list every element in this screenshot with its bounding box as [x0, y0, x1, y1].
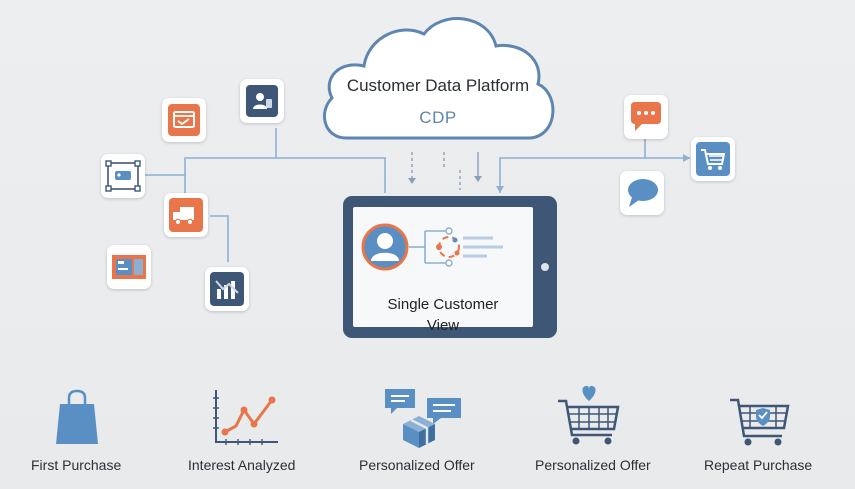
customer-profile-graphic [361, 223, 503, 271]
tablet-label-line2: View [426, 317, 460, 334]
tablet-home-button [541, 263, 549, 271]
chat-bubble-dots-tile [624, 95, 668, 139]
cloud-shape [323, 17, 555, 140]
tagged-image-icon [105, 160, 141, 192]
tagged-image-tile [101, 154, 145, 198]
shopping-cart-tile [691, 137, 735, 181]
single-customer-view-label: Single Customer View [353, 294, 533, 336]
chart-icon [210, 272, 244, 306]
gift-box-messages-icon [385, 389, 461, 448]
chat-bubble-tile [620, 171, 664, 215]
user-badge-icon [246, 85, 278, 117]
browser-window-tile [162, 98, 206, 142]
journey-label-repeat-purchase: Repeat Purchase [704, 457, 813, 473]
line-chart-icon [213, 390, 278, 445]
delivery-truck-tile [164, 193, 208, 237]
shopping-cart-icon [696, 142, 730, 176]
chat-bubble-dots-icon [631, 102, 661, 131]
chat-bubble-icon [628, 179, 658, 207]
tablet-screen: Single Customer View [353, 207, 533, 334]
journey-label-interest-analyzed: Interest Analyzed [188, 457, 296, 473]
tablet-label-line1: Single Customer [387, 296, 499, 313]
user-badge-tile [240, 79, 284, 123]
shopping-bag-icon [56, 389, 98, 444]
cloud-title: Customer Data Platform [346, 76, 530, 95]
coupon-icon [112, 255, 146, 279]
browser-window-icon [168, 104, 200, 136]
chart-tile [205, 267, 249, 311]
cloud-abbreviation: CDP [419, 108, 457, 127]
journey-label-first-purchase: First Purchase [31, 457, 122, 473]
cart-heart-icon [558, 385, 620, 445]
cart-shield-icon [730, 398, 790, 446]
tablet-device: Single Customer View [343, 196, 557, 338]
coupon-tile [107, 245, 151, 289]
journey-label-personalized-offer-2: Personalized Offer [535, 457, 651, 473]
journey-label-personalized-offer-1: Personalized Offer [359, 457, 475, 473]
delivery-truck-icon [169, 198, 203, 232]
